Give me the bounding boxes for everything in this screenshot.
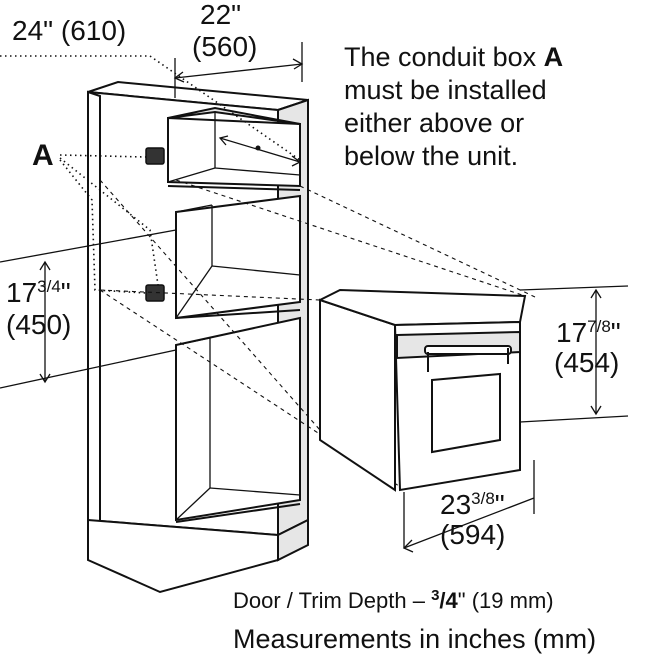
width-top-mm: (560) bbox=[192, 31, 257, 62]
unit-width-in: 233/8" bbox=[440, 489, 505, 520]
svg-text:below the unit.: below the unit. bbox=[344, 141, 518, 171]
svg-text:either above or: either above or bbox=[344, 108, 524, 138]
oven-window bbox=[431, 372, 501, 454]
unit-height-mm: (454) bbox=[554, 347, 619, 378]
middle-opening bbox=[175, 194, 301, 320]
unit-height-in: 177/8" bbox=[556, 317, 621, 348]
measurements-note: Measurements in inches (mm) bbox=[233, 624, 596, 654]
cabinet bbox=[87, 80, 309, 594]
unit-width-mm: (594) bbox=[440, 519, 505, 550]
conduit-box-upper bbox=[145, 147, 165, 165]
svg-text:The conduit box A: The conduit box A bbox=[344, 42, 563, 72]
cutout-height-mm: (450) bbox=[6, 309, 71, 340]
depth-dimension-line bbox=[0, 55, 301, 161]
oven-handle bbox=[424, 345, 512, 355]
depth-outer-label: 24" (610) bbox=[12, 15, 126, 46]
conduit-box-lower bbox=[145, 284, 165, 302]
door-trim-depth: Door / Trim Depth – 3/4" (19 mm) bbox=[233, 587, 554, 613]
oven-unit bbox=[99, 179, 536, 492]
lower-opening bbox=[175, 316, 301, 522]
cutout-height-in: 173/4" bbox=[6, 277, 71, 308]
callout-a: A bbox=[32, 139, 54, 172]
conduit-note: The conduit box A must be installed eith… bbox=[344, 42, 563, 171]
svg-text:must be installed: must be installed bbox=[344, 75, 547, 105]
width-top-in: 22" bbox=[200, 0, 241, 30]
